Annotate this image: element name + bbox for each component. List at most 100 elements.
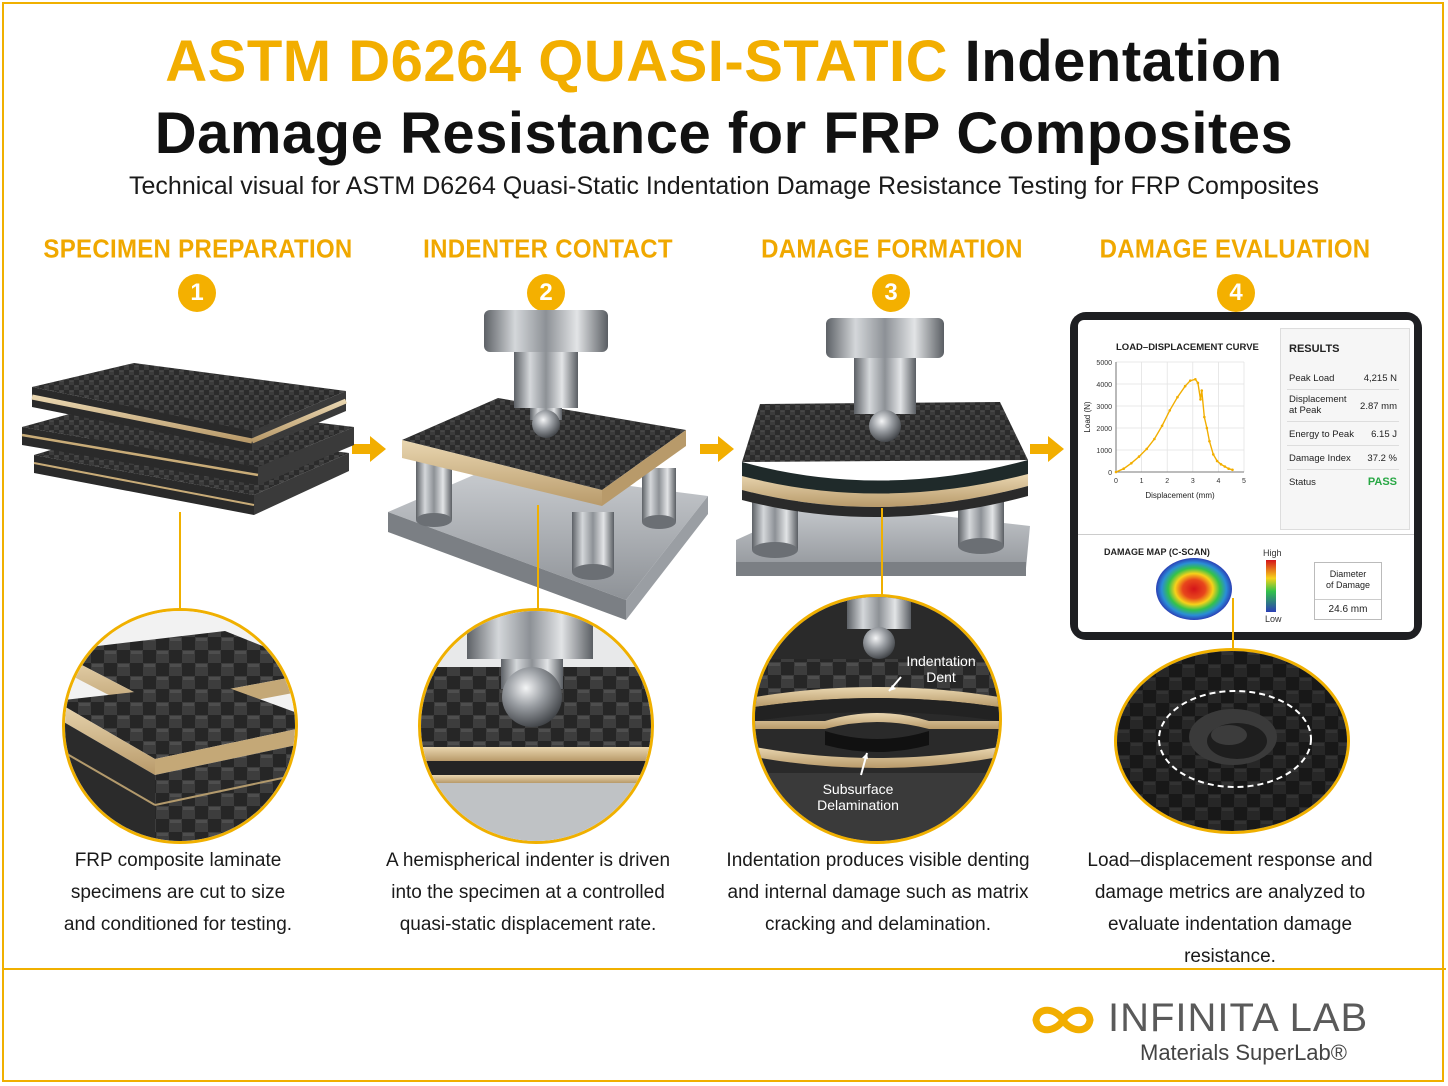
description-line: damage metrics are analyzed to (1094, 882, 1366, 903)
load-curve-series (1115, 378, 1233, 473)
result-label: Displacement at Peak (1289, 394, 1347, 416)
data-point (1188, 379, 1192, 382)
y-tick-label: 2000 (1096, 426, 1112, 433)
callout-line (1232, 598, 1234, 656)
data-point (1122, 467, 1125, 470)
data-point (1168, 409, 1172, 412)
footer-divider (2, 968, 1446, 970)
step-1-description: FRP composite laminate specimens are cut… (8, 845, 348, 941)
data-point (1114, 470, 1118, 474)
title-rest: Indentation (948, 29, 1283, 94)
data-point (1153, 437, 1156, 441)
data-point (1200, 389, 1204, 392)
result-value: 6.15 J (1371, 429, 1397, 440)
damage-map-title: DAMAGE MAP (C-SCAN) (1104, 547, 1210, 557)
results-panel: RESULTS Peak Load 4,215 N Displacement a… (1280, 328, 1410, 530)
step-3-description: Indentation produces visible denting and… (708, 845, 1048, 941)
step-3-title: DAMAGE FORMATION (761, 234, 1023, 265)
diameter-label-2: of Damage (1325, 580, 1371, 590)
title-accent: ASTM D6264 QUASI-STATIC (165, 29, 949, 94)
step-4-badge: 4 (1217, 274, 1255, 312)
dent-label-line-2: Dent (926, 669, 956, 685)
result-value: 37.2 % (1367, 453, 1397, 464)
result-label: Damage Index (1289, 453, 1351, 464)
indenter-fixture-illustration (388, 310, 708, 620)
divider (1078, 534, 1414, 535)
data-point (1203, 415, 1206, 419)
brand-name: INFINITA LAB (1108, 996, 1369, 1040)
result-label: Energy to Peak (1289, 429, 1354, 440)
step-4-description: Load–displacement response and damage me… (1060, 845, 1400, 973)
result-row-damage-index: Damage Index 37.2 % (1287, 447, 1399, 470)
indenter-contact-zoom (418, 608, 654, 844)
description-line: Indentation produces visible denting (726, 850, 1030, 871)
callout-line (537, 505, 539, 613)
description-line: quasi-static displacement rate. (399, 914, 657, 935)
delam-label-line-2: Delamination (817, 797, 899, 813)
data-point (1199, 398, 1202, 401)
result-row-peak-load: Peak Load 4,215 N (1287, 367, 1399, 390)
step-1-title: SPECIMEN PREPARATION (43, 234, 353, 265)
step-1-badge: 1 (178, 274, 216, 312)
description-line: evaluate indentation damage resistance. (1107, 914, 1353, 967)
indentation-dent-label: Indentation Dent (901, 653, 981, 685)
description-line: specimens are cut to size (70, 882, 286, 903)
arrow-right-icon (1030, 436, 1064, 462)
step-3-badge: 3 (872, 274, 910, 312)
data-point (1208, 439, 1211, 443)
page-subtitle: Technical visual for ASTM D6264 Quasi-St… (129, 172, 1319, 200)
arrow-right-icon (700, 436, 734, 462)
x-tick-label: 1 (1140, 478, 1144, 485)
infinity-icon (1032, 1006, 1094, 1034)
delamination-zoom: Indentation Dent Subsurface Delamination (752, 594, 1002, 844)
x-tick-label: 2 (1165, 478, 1169, 485)
x-tick-label: 5 (1242, 478, 1246, 485)
laminate-edge-zoom (62, 608, 298, 844)
result-value: 4,215 N (1363, 373, 1397, 384)
data-point (1176, 395, 1179, 399)
data-point (1215, 459, 1219, 463)
step-4-title: DAMAGE EVALUATION (1099, 234, 1371, 265)
data-point (1145, 447, 1149, 451)
diameter-of-damage-box: Diameter of Damage 24.6 mm (1314, 562, 1382, 620)
result-row-energy: Energy to Peak 6.15 J (1287, 423, 1399, 446)
x-tick-label: 0 (1114, 478, 1118, 485)
diameter-value: 24.6 mm (1315, 599, 1381, 615)
description-line: into the specimen at a controlled (391, 882, 665, 903)
color-scale-bar (1266, 560, 1276, 612)
y-tick-label: 1000 (1096, 448, 1112, 455)
data-point (1231, 468, 1234, 472)
data-point (1227, 467, 1230, 470)
data-point (1137, 455, 1141, 458)
data-point (1205, 426, 1209, 430)
callout-line (881, 508, 883, 612)
result-label: Peak Load (1289, 373, 1335, 384)
description-line: and internal damage such as matrix (727, 882, 1029, 903)
description-line: and conditioned for testing. (63, 914, 293, 935)
callout-line (179, 512, 181, 612)
y-axis-label: Load (N) (1083, 401, 1092, 432)
result-value: 2.87 mm (1360, 401, 1397, 412)
results-title: RESULTS (1289, 343, 1340, 355)
description-line: cracking and delamination. (764, 914, 992, 935)
step-2-title: INDENTER CONTACT (423, 234, 673, 265)
data-point (1160, 424, 1164, 428)
damage-formation-illustration (736, 318, 1030, 576)
description-line: FRP composite laminate (74, 850, 282, 871)
description-line: A hemispherical indenter is driven (385, 850, 671, 871)
brand-logo: INFINITA LAB Materials SuperLab® (1030, 996, 1390, 1072)
x-tick-label: 3 (1191, 478, 1195, 485)
data-point (1183, 384, 1187, 388)
result-row-status: Status PASS (1287, 471, 1399, 493)
scale-low-label: Low (1265, 614, 1282, 624)
step-2-badge: 2 (527, 274, 565, 312)
c-scan-damage-map (1156, 558, 1232, 620)
page-title-line-1: ASTM D6264 QUASI-STATIC Indentation (0, 30, 1448, 94)
data-point (1196, 381, 1200, 385)
brand-tagline: Materials SuperLab® (1140, 1040, 1347, 1065)
data-point (1130, 461, 1133, 465)
scale-high-label: High (1263, 548, 1282, 558)
data-point (1211, 453, 1215, 456)
